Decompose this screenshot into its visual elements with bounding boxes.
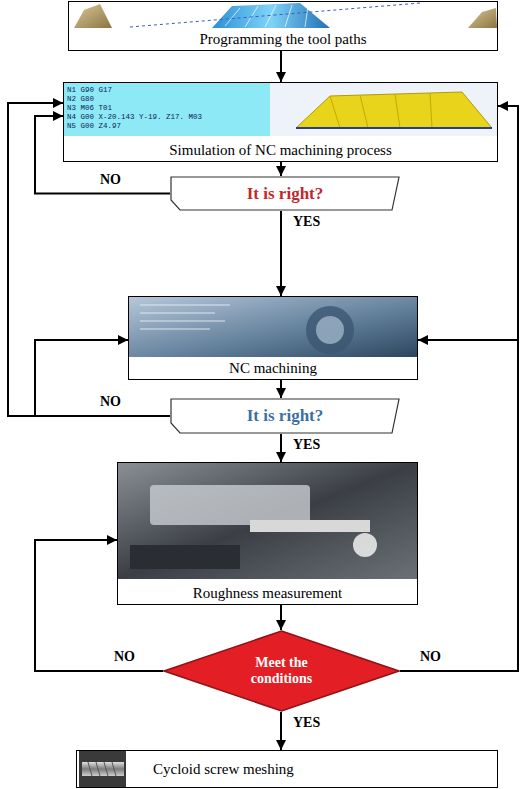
decision-box: It is right?	[170, 176, 400, 211]
flow-arrow	[280, 712, 282, 750]
flow-arrow	[280, 211, 282, 296]
simulation-picture	[64, 83, 497, 136]
process-text: Programming the tool paths	[199, 30, 366, 48]
edge-label: YES	[291, 214, 322, 229]
flow-arrow	[35, 340, 170, 416]
roughness-tester-picture	[118, 463, 417, 579]
flow-arrow	[280, 434, 282, 462]
decision-outline	[170, 398, 400, 434]
nc-code-line: N2 G80	[67, 95, 94, 103]
edge-label: YES	[291, 437, 322, 452]
process-box: Simulation of NC machining process	[63, 82, 498, 162]
nc-machine-picture	[129, 297, 417, 357]
nc-code-line: N1 G90 G17	[67, 86, 112, 94]
decision-text: It is right?	[247, 185, 324, 203]
flow-arrow	[35, 116, 170, 194]
decision-text: It is right?	[247, 407, 324, 425]
flow-arrow	[8, 103, 170, 416]
flow-arrow	[400, 106, 518, 671]
process-box: Programming the tool paths	[68, 1, 498, 51]
edge-label: NO	[418, 649, 443, 664]
flow-arrow	[35, 540, 163, 671]
diamond-outline	[163, 630, 400, 712]
decision-diamond: Meet the conditions	[163, 630, 400, 712]
process-text: NC machining	[229, 359, 317, 377]
decision-text: Meet the conditions	[232, 655, 332, 687]
screw-picture	[79, 751, 126, 787]
process-text: Simulation of NC machining process	[169, 141, 391, 159]
flow-arrow	[280, 51, 282, 82]
process-text: Roughness measurement	[193, 584, 343, 602]
decision-outline	[170, 176, 400, 211]
flow-arrow	[400, 340, 518, 671]
edge-label: NO	[98, 172, 123, 187]
process-box: Roughness measurement	[117, 462, 418, 605]
nc-code-line: N5 G00 Z4.97	[67, 122, 121, 130]
toolpath-picture	[74, 3, 497, 28]
process-text: Cycloid screw meshing	[153, 760, 294, 778]
flow-arrow	[280, 380, 282, 398]
nc-code-line: N4 G00 X-20.143 Y-19. Z17. M03	[67, 113, 202, 121]
decision-box: It is right?	[170, 398, 400, 434]
process-box: Cycloid screw meshing	[76, 750, 498, 788]
process-box: NC machining	[128, 296, 418, 380]
flow-arrow	[280, 605, 282, 630]
nc-code-line: N3 M06 T01	[67, 104, 112, 112]
edge-label: NO	[98, 394, 123, 409]
edge-label: YES	[291, 715, 322, 730]
flow-arrow	[280, 162, 282, 176]
edge-label: NO	[112, 649, 137, 664]
